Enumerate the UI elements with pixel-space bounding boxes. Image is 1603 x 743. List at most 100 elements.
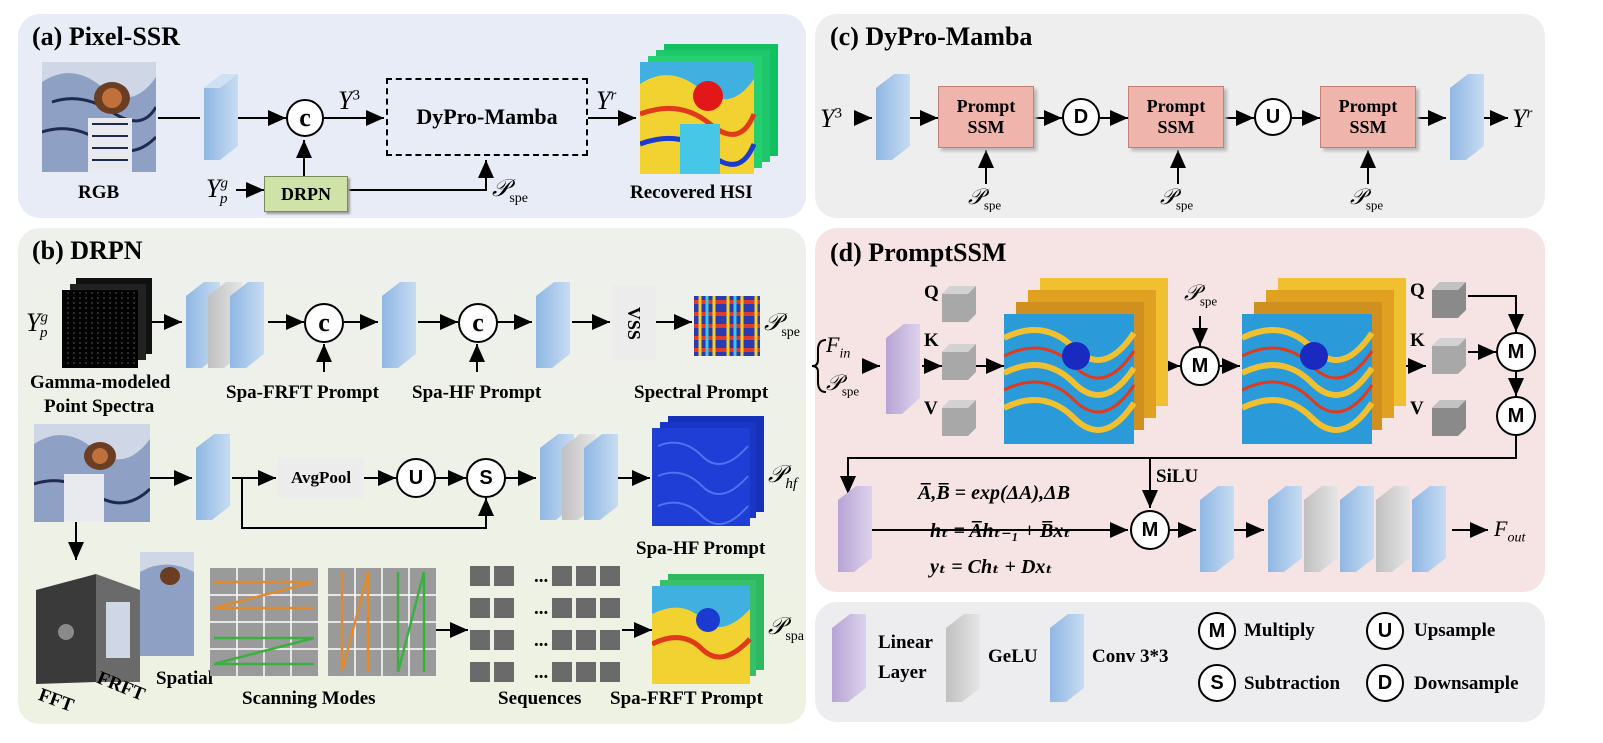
v-cube-1 bbox=[942, 400, 976, 436]
yr-label: Yr bbox=[596, 86, 617, 115]
ypg-label: Ygp bbox=[206, 174, 228, 208]
panel-a-title: (a) Pixel-SSR bbox=[32, 22, 181, 51]
legend-multiply-icon: M bbox=[1198, 612, 1236, 650]
pspe-label-a: 𝒫spe bbox=[492, 176, 528, 206]
legend-subtract-label: Subtraction bbox=[1244, 673, 1341, 694]
conv-layer bbox=[204, 74, 238, 160]
spa-frft-prompt-label-2: Spa-FRFT Prompt bbox=[610, 688, 763, 709]
spa-prompt-image bbox=[652, 574, 764, 684]
panel-c-title: (c) DyPro-Mamba bbox=[830, 22, 1033, 51]
legend-linear-label-2: Layer bbox=[878, 662, 927, 683]
conv-layer-b1 bbox=[382, 282, 416, 368]
multiply-node-d4: M bbox=[1130, 510, 1170, 550]
q-label-1: Q bbox=[924, 282, 939, 303]
seq-ellipsis-1: ... bbox=[534, 566, 549, 587]
hf-prompt-image bbox=[652, 416, 764, 526]
subtract-node-b: S bbox=[466, 458, 506, 498]
q-label-2: Q bbox=[1410, 280, 1425, 301]
seq-ellipsis-4: ... bbox=[534, 662, 549, 683]
k-cube-2 bbox=[1432, 338, 1466, 374]
spatial-label: Spatial bbox=[156, 668, 214, 689]
legend-downsample-label: Downsample bbox=[1414, 673, 1519, 694]
legend-conv-icon bbox=[1050, 614, 1084, 702]
q-cube-1 bbox=[942, 286, 976, 322]
sequences-grid bbox=[470, 566, 620, 682]
conv-gelu-conv-block-b bbox=[540, 434, 618, 520]
ssm-equation-1: A̅,B̅ = exp(ΔA),ΔB bbox=[918, 482, 1071, 504]
phf-label: 𝒫hf bbox=[768, 462, 797, 492]
dypro-mamba-box: DyPro-Mamba bbox=[386, 78, 588, 156]
scanning-mode-grid-2 bbox=[328, 568, 436, 676]
conv-gelu-conv-block bbox=[186, 282, 264, 368]
fin-label: Fin bbox=[826, 332, 851, 362]
spa-hf-prompt-label-2: Spa-HF Prompt bbox=[636, 538, 766, 559]
rgb-label: RGB bbox=[78, 182, 120, 203]
conv-layer-d bbox=[1200, 486, 1234, 572]
pspe-label-d2: 𝒫spe bbox=[1184, 280, 1218, 309]
pspe-label-d1: 𝒫spe bbox=[826, 370, 860, 399]
concat-node-b1: c bbox=[304, 303, 344, 343]
multiply-node-d3: M bbox=[1496, 396, 1536, 436]
panel-d-title: (d) PromptSSM bbox=[830, 238, 1007, 267]
multiply-node-d1: M bbox=[1180, 346, 1220, 386]
upsample-node-b: U bbox=[396, 458, 436, 498]
pspa-label: 𝒫spa bbox=[768, 614, 804, 644]
spa-frft-prompt-label: Spa-FRFT Prompt bbox=[226, 382, 379, 403]
panel-legend bbox=[815, 602, 1545, 722]
feature-map-stack-1 bbox=[1004, 278, 1168, 444]
legend-conv-label: Conv 3*3 bbox=[1092, 646, 1169, 667]
seq-ellipsis-3: ... bbox=[534, 630, 549, 651]
y3-label: Y3 bbox=[338, 86, 360, 115]
fft-frft-spatial-image bbox=[36, 552, 194, 684]
conv-layer-c2 bbox=[1450, 74, 1484, 160]
spectral-prompt-image bbox=[694, 296, 760, 356]
pspe-label-b: 𝒫spe bbox=[764, 310, 800, 340]
legend-upsample-label: Upsample bbox=[1414, 620, 1496, 641]
vss-block: VSS bbox=[612, 286, 656, 360]
spa-hf-prompt-label: Spa-HF Prompt bbox=[412, 382, 542, 403]
legend-subtract-icon: S bbox=[1198, 664, 1236, 702]
sequences-label: Sequences bbox=[498, 688, 582, 709]
legend-linear-label-1: Linear bbox=[878, 632, 933, 653]
recovered-hsi-label: Recovered HSI bbox=[630, 182, 753, 203]
ypg-label-b: Ygp bbox=[26, 308, 48, 342]
multiply-node-d2: M bbox=[1496, 332, 1536, 372]
seq-ellipsis-2: ... bbox=[534, 598, 549, 619]
scanning-mode-grid-1 bbox=[210, 568, 318, 676]
v-cube-2 bbox=[1432, 400, 1466, 436]
upsample-node-c: U bbox=[1254, 98, 1292, 136]
ssm-equation-2: hₜ = A̅hₜ₋₁ + B̅xₜ bbox=[930, 520, 1071, 542]
legend-upsample-icon: U bbox=[1366, 612, 1404, 650]
v-label-1: V bbox=[924, 398, 938, 419]
fout-label: Fout bbox=[1494, 516, 1526, 546]
linear-layer-d2 bbox=[838, 486, 872, 572]
q-cube-2 bbox=[1432, 282, 1466, 318]
legend-gelu-label: GeLU bbox=[988, 646, 1038, 667]
conv-layer-c1 bbox=[876, 74, 910, 160]
k-cube-1 bbox=[942, 344, 976, 380]
v-label-2: V bbox=[1410, 398, 1424, 419]
downsample-node: D bbox=[1062, 98, 1100, 136]
recovered-hsi-image bbox=[640, 44, 778, 174]
yr-label-c: Yr bbox=[1512, 104, 1533, 133]
drpn-box: DRPN bbox=[264, 176, 348, 212]
ssm-equation-3: yₜ = Chₜ + Dxₜ bbox=[930, 556, 1053, 578]
conv-layer-b3 bbox=[196, 434, 230, 520]
rgb-input-image bbox=[42, 62, 156, 172]
panel-b-title: (b) DRPN bbox=[32, 236, 143, 265]
linear-layer-d1 bbox=[886, 324, 920, 414]
pspe-label-c2: 𝒫spe bbox=[1160, 184, 1194, 213]
k-label-2: K bbox=[1410, 330, 1425, 351]
silu-label: SiLU bbox=[1156, 466, 1199, 487]
conv-gelu-stack-d bbox=[1268, 486, 1446, 572]
legend-downsample-icon: D bbox=[1366, 664, 1404, 702]
y3-label-c: Y3 bbox=[820, 104, 842, 133]
concat-node: c bbox=[286, 99, 324, 137]
spatial-input-image bbox=[34, 424, 150, 522]
pspe-label-c1: 𝒫spe bbox=[968, 184, 1002, 213]
legend-multiply-label: Multiply bbox=[1244, 620, 1315, 641]
